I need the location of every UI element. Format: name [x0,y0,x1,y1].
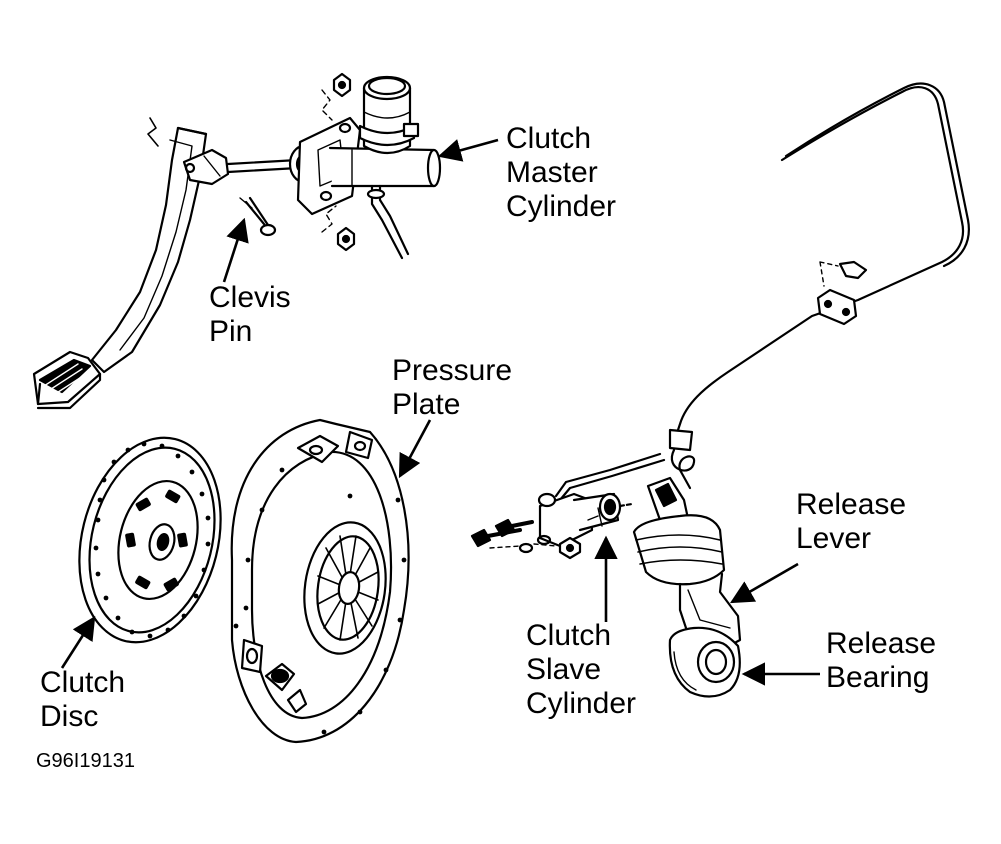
clutch-disc [78,436,222,644]
clutch-pedal [32,117,208,410]
label-release-lever: Release Lever [796,488,906,556]
master-cylinder [288,72,442,260]
slave-cylinder [470,492,634,560]
label-line: Cylinder [526,687,637,720]
label-line: Bearing [826,661,930,694]
arrow-clevis-pin [222,217,249,283]
label-line: Release [796,488,907,521]
release-fork-assembly [632,476,742,698]
clevis-pushrod [182,148,300,237]
label-line: Master [506,156,598,189]
label-clevis-pin: Clevis Pin [209,281,291,349]
label-line: Plate [392,388,461,421]
leader-arrows [60,138,820,686]
label-line: Pressure [392,354,513,387]
arrow-clutch-master-cylinder [437,138,499,162]
label-line: Pin [209,315,253,348]
label-line: Clevis [209,281,291,314]
arrow-clutch-disc [60,616,96,669]
arrow-release-lever [729,562,799,604]
label-line: Clutch [526,619,612,652]
label-release-bearing: Release Bearing [826,627,936,695]
label-line: Slave [526,653,602,686]
label-line: Cylinder [506,190,617,223]
label-line: Lever [796,522,872,555]
label-clutch-slave-cylinder: Clutch Slave Cylinder [526,619,636,721]
label-pressure-plate: Pressure Plate [392,354,512,422]
label-line: Clutch [40,666,126,699]
pressure-plate [230,418,410,744]
label-clutch-master-cylinder: Clutch Master Cylinder [506,122,616,224]
hydraulic-line [554,82,970,502]
label-clutch-disc: Clutch Disc [40,666,125,734]
label-line: Release [826,627,937,660]
figure-code: G96I19131 [36,750,135,772]
label-line: Clutch [506,122,592,155]
label-line: Disc [40,700,99,733]
arrow-pressure-plate [398,419,432,479]
